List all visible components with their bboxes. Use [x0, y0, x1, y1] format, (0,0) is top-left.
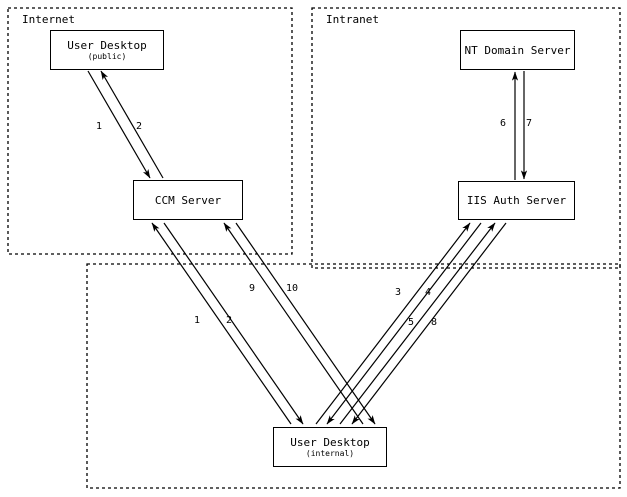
- flow-line-4: [326, 222, 482, 425]
- node-ccm-server[interactable]: CCM Server: [133, 180, 243, 220]
- node-title: User Desktop: [290, 435, 370, 449]
- flow-line-10: [235, 222, 376, 425]
- zone-border-local: [86, 263, 621, 489]
- flow-line-2: [100, 70, 164, 179]
- flow-label-3: 3: [395, 287, 402, 298]
- flow-line-5: [339, 222, 496, 425]
- flow-label-10: 10: [286, 283, 299, 294]
- flow-line-9: [223, 222, 364, 425]
- node-title: User Desktop: [67, 38, 147, 52]
- node-user-desktop-public[interactable]: User Desktop (public): [50, 30, 164, 70]
- flow-line-8: [351, 222, 507, 425]
- node-iis-auth-server[interactable]: IIS Auth Server: [458, 181, 575, 220]
- flow-label-6: 6: [500, 118, 507, 129]
- flow-label-4: 4: [425, 287, 432, 298]
- node-user-desktop-internal[interactable]: User Desktop (internal): [273, 427, 387, 467]
- node-nt-domain-server[interactable]: NT Domain Server: [460, 30, 575, 70]
- flow-label-5: 5: [408, 317, 415, 328]
- flow-label-2-internal: 2: [226, 315, 233, 326]
- zone-border-internet: [7, 7, 293, 255]
- flow-line-1: [87, 70, 151, 179]
- flow-line-1-internal: [151, 222, 292, 425]
- node-title: IIS Auth Server: [466, 194, 567, 207]
- flow-label-2: 2: [136, 121, 143, 132]
- flow-label-9: 9: [249, 283, 256, 294]
- zone-border-intranet: [311, 7, 621, 269]
- node-title: NT Domain Server: [464, 43, 571, 57]
- flow-label-1-internal: 1: [194, 315, 201, 326]
- flow-label-8: 8: [431, 317, 438, 328]
- node-subtitle: (public): [87, 51, 127, 61]
- flow-label-1: 1: [96, 121, 103, 132]
- flow-line-3: [315, 222, 471, 425]
- node-title: CCM Server: [154, 193, 222, 207]
- flow-label-7: 7: [526, 118, 533, 129]
- zone-label-intranet: Intranet: [326, 13, 379, 26]
- node-subtitle: (internal): [305, 448, 355, 458]
- zone-label-internet: Internet: [22, 13, 75, 26]
- flow-line-2-internal: [163, 222, 304, 425]
